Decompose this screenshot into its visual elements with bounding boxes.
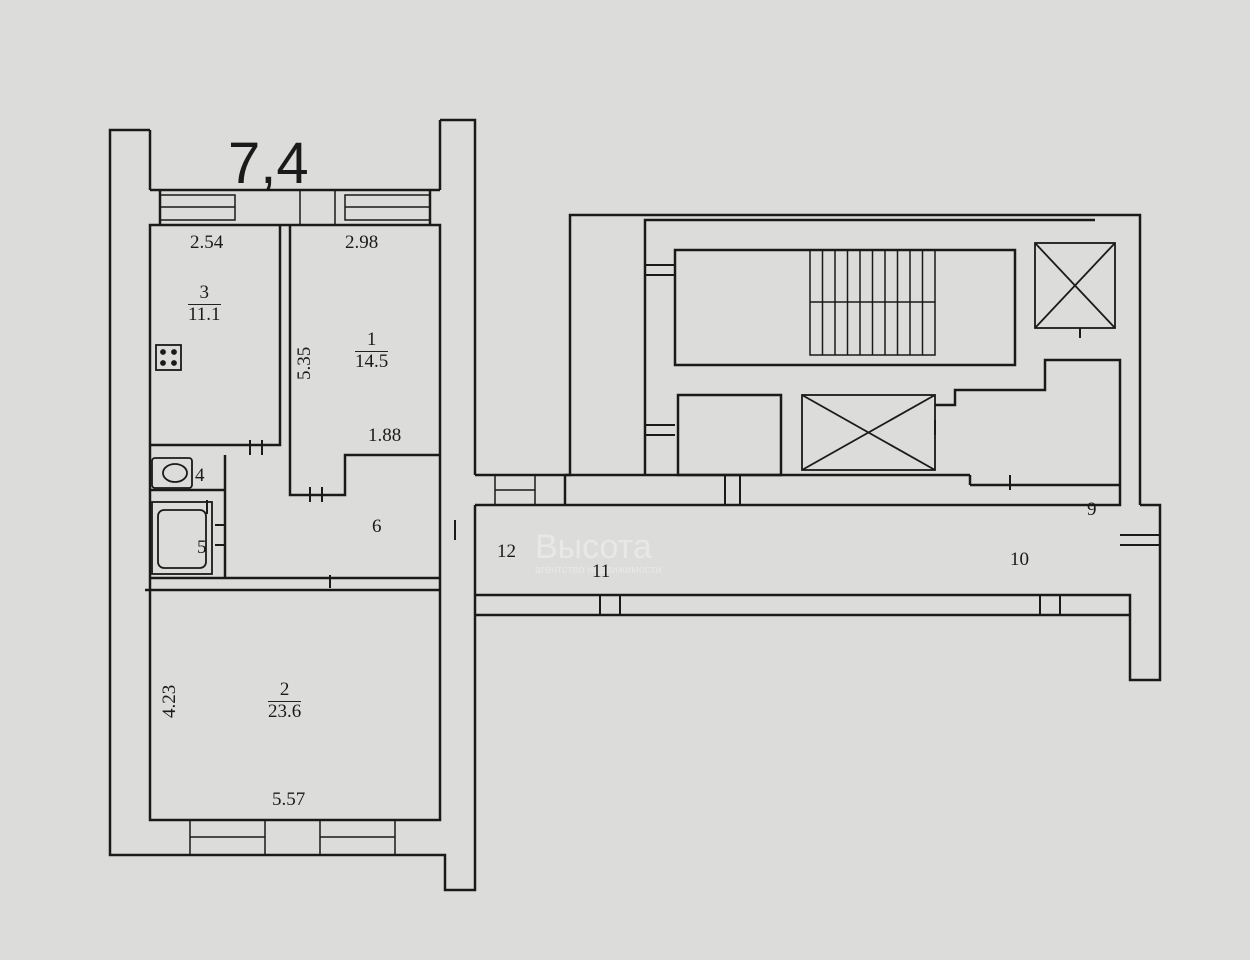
room-4-label: 4 <box>195 465 205 486</box>
room-10-label: 10 <box>1010 549 1029 570</box>
dimension-label: 2.54 <box>190 232 224 253</box>
doors <box>206 264 1160 615</box>
windows <box>159 189 431 856</box>
room-number: 1 <box>355 329 389 352</box>
stairs <box>809 249 936 356</box>
room-9-label: 9 <box>1087 499 1097 520</box>
dimension-label: 2.98 <box>345 232 379 253</box>
apartment-walls <box>108 118 477 892</box>
room-area: 11.1 <box>188 303 221 325</box>
dimension-label: 5.57 <box>272 789 306 810</box>
room-5-label: 5 <box>197 537 207 558</box>
dimension-label: 1.88 <box>368 425 402 446</box>
room-area: 14.5 <box>355 350 389 372</box>
watermark-subtitle: агентство недвижимости <box>535 564 662 576</box>
room-number: 3 <box>188 282 221 305</box>
room-12-label: 12 <box>497 541 516 562</box>
watermark-title: Высота <box>535 528 652 566</box>
fixtures <box>151 344 213 575</box>
common-area-walls <box>473 213 1162 682</box>
balcony-area: 7,4 <box>228 131 309 196</box>
room-11-label: 11 <box>592 561 611 582</box>
room-number: 2 <box>268 679 302 702</box>
elevator-shafts <box>801 242 1116 471</box>
room-area: 23.6 <box>268 700 302 722</box>
dimension-label: 5.35 <box>294 346 315 380</box>
room-6-label: 6 <box>372 516 382 537</box>
dimension-label: 4.23 <box>159 684 180 718</box>
